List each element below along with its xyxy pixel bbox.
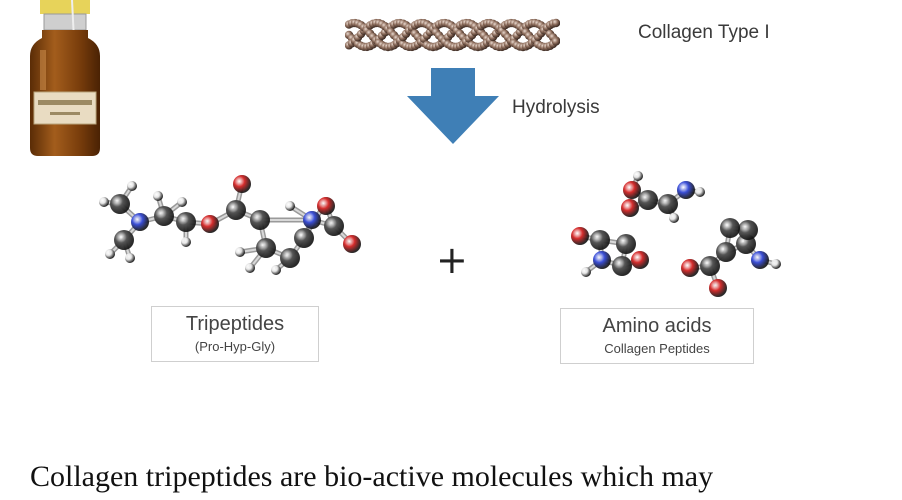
amino-acid-molecule-icon (571, 171, 781, 297)
tripeptide-molecule-icon (99, 175, 361, 275)
amino-acids-title: Amino acids (602, 315, 712, 337)
tripeptides-label-box: Tripeptides (Pro-Hyp-Gly) (151, 306, 319, 362)
vial-icon (30, 0, 100, 156)
hydrolysis-label: Hydrolysis (512, 97, 600, 118)
amino-acids-label-box: Amino acids Collagen Peptides (560, 308, 754, 364)
plus-sign: + (436, 238, 468, 282)
down-arrow-icon (407, 68, 499, 144)
tripeptides-subtitle: (Pro-Hyp-Gly) (194, 339, 276, 354)
collagen-label: Collagen Type I (638, 22, 770, 43)
tripeptides-title: Tripeptides (185, 313, 285, 335)
amino-acids-subtitle: Collagen Peptides (604, 341, 710, 356)
collagen-fiber-icon (345, 18, 560, 52)
caption-text: Collagen tripeptides are bio-active mole… (30, 460, 714, 493)
